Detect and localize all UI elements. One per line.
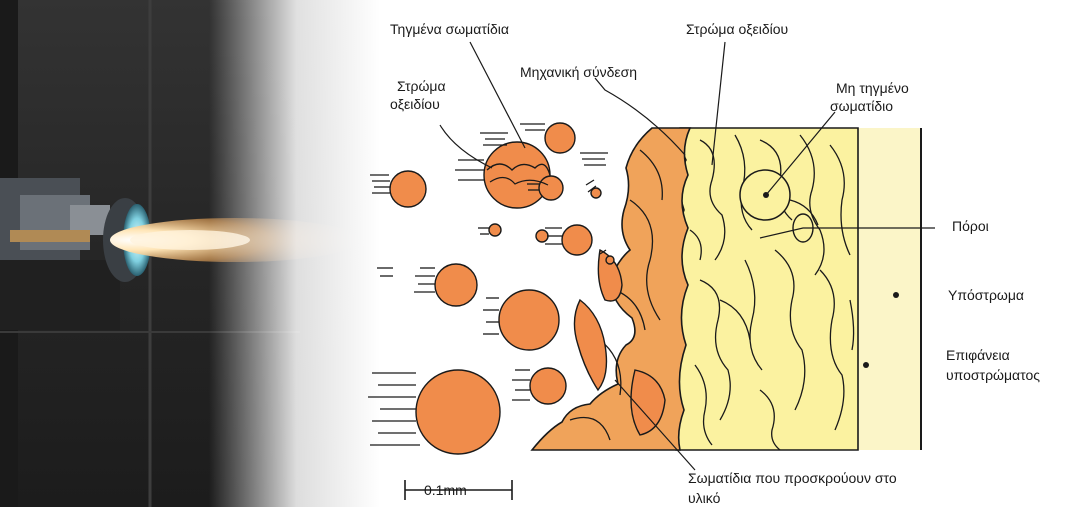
particle [390,171,426,207]
substrate-region [855,128,921,450]
particle [489,224,501,236]
particle [606,256,614,264]
label-oxide-layer-left-1: Στρώμα [397,78,446,95]
particle [435,264,477,306]
particle [545,123,575,153]
pointer-charged-particles [470,42,525,148]
label-impacting-particles-2: υλικό [688,490,720,507]
particle [484,142,550,208]
label-impacting-particles-1: Σωματίδια που προσκρούουν στο [688,470,897,487]
particle [591,188,601,198]
scale-bar-label: 0.1mm [424,482,467,499]
label-substrate: Υπόστρωμα [948,287,1024,304]
particle [539,176,563,200]
label-oxide-layer-top: Στρώμα οξειδίου [686,21,788,38]
label-unmelted-particle-2: σωματίδιο [830,98,893,115]
particle [416,370,500,454]
label-substrate-surface-2: υποστρώματος [946,367,1040,384]
pointer-oxide-left [440,125,492,168]
label-oxide-layer-left-2: οξειδίου [390,96,440,113]
label-substrate-surface-1: Επιφάνεια [946,347,1010,364]
label-charged-particles: Τηγμένα σωματίδια [390,21,509,38]
label-pores: Πόροι [952,218,989,235]
particle [536,230,548,242]
particle [562,225,592,255]
particle [530,368,566,404]
label-unmelted-particle-1: Μη τηγμένο [836,80,909,97]
label-mechanical-bond: Μηχανική σύνδεση [520,64,637,81]
particle [499,290,559,350]
